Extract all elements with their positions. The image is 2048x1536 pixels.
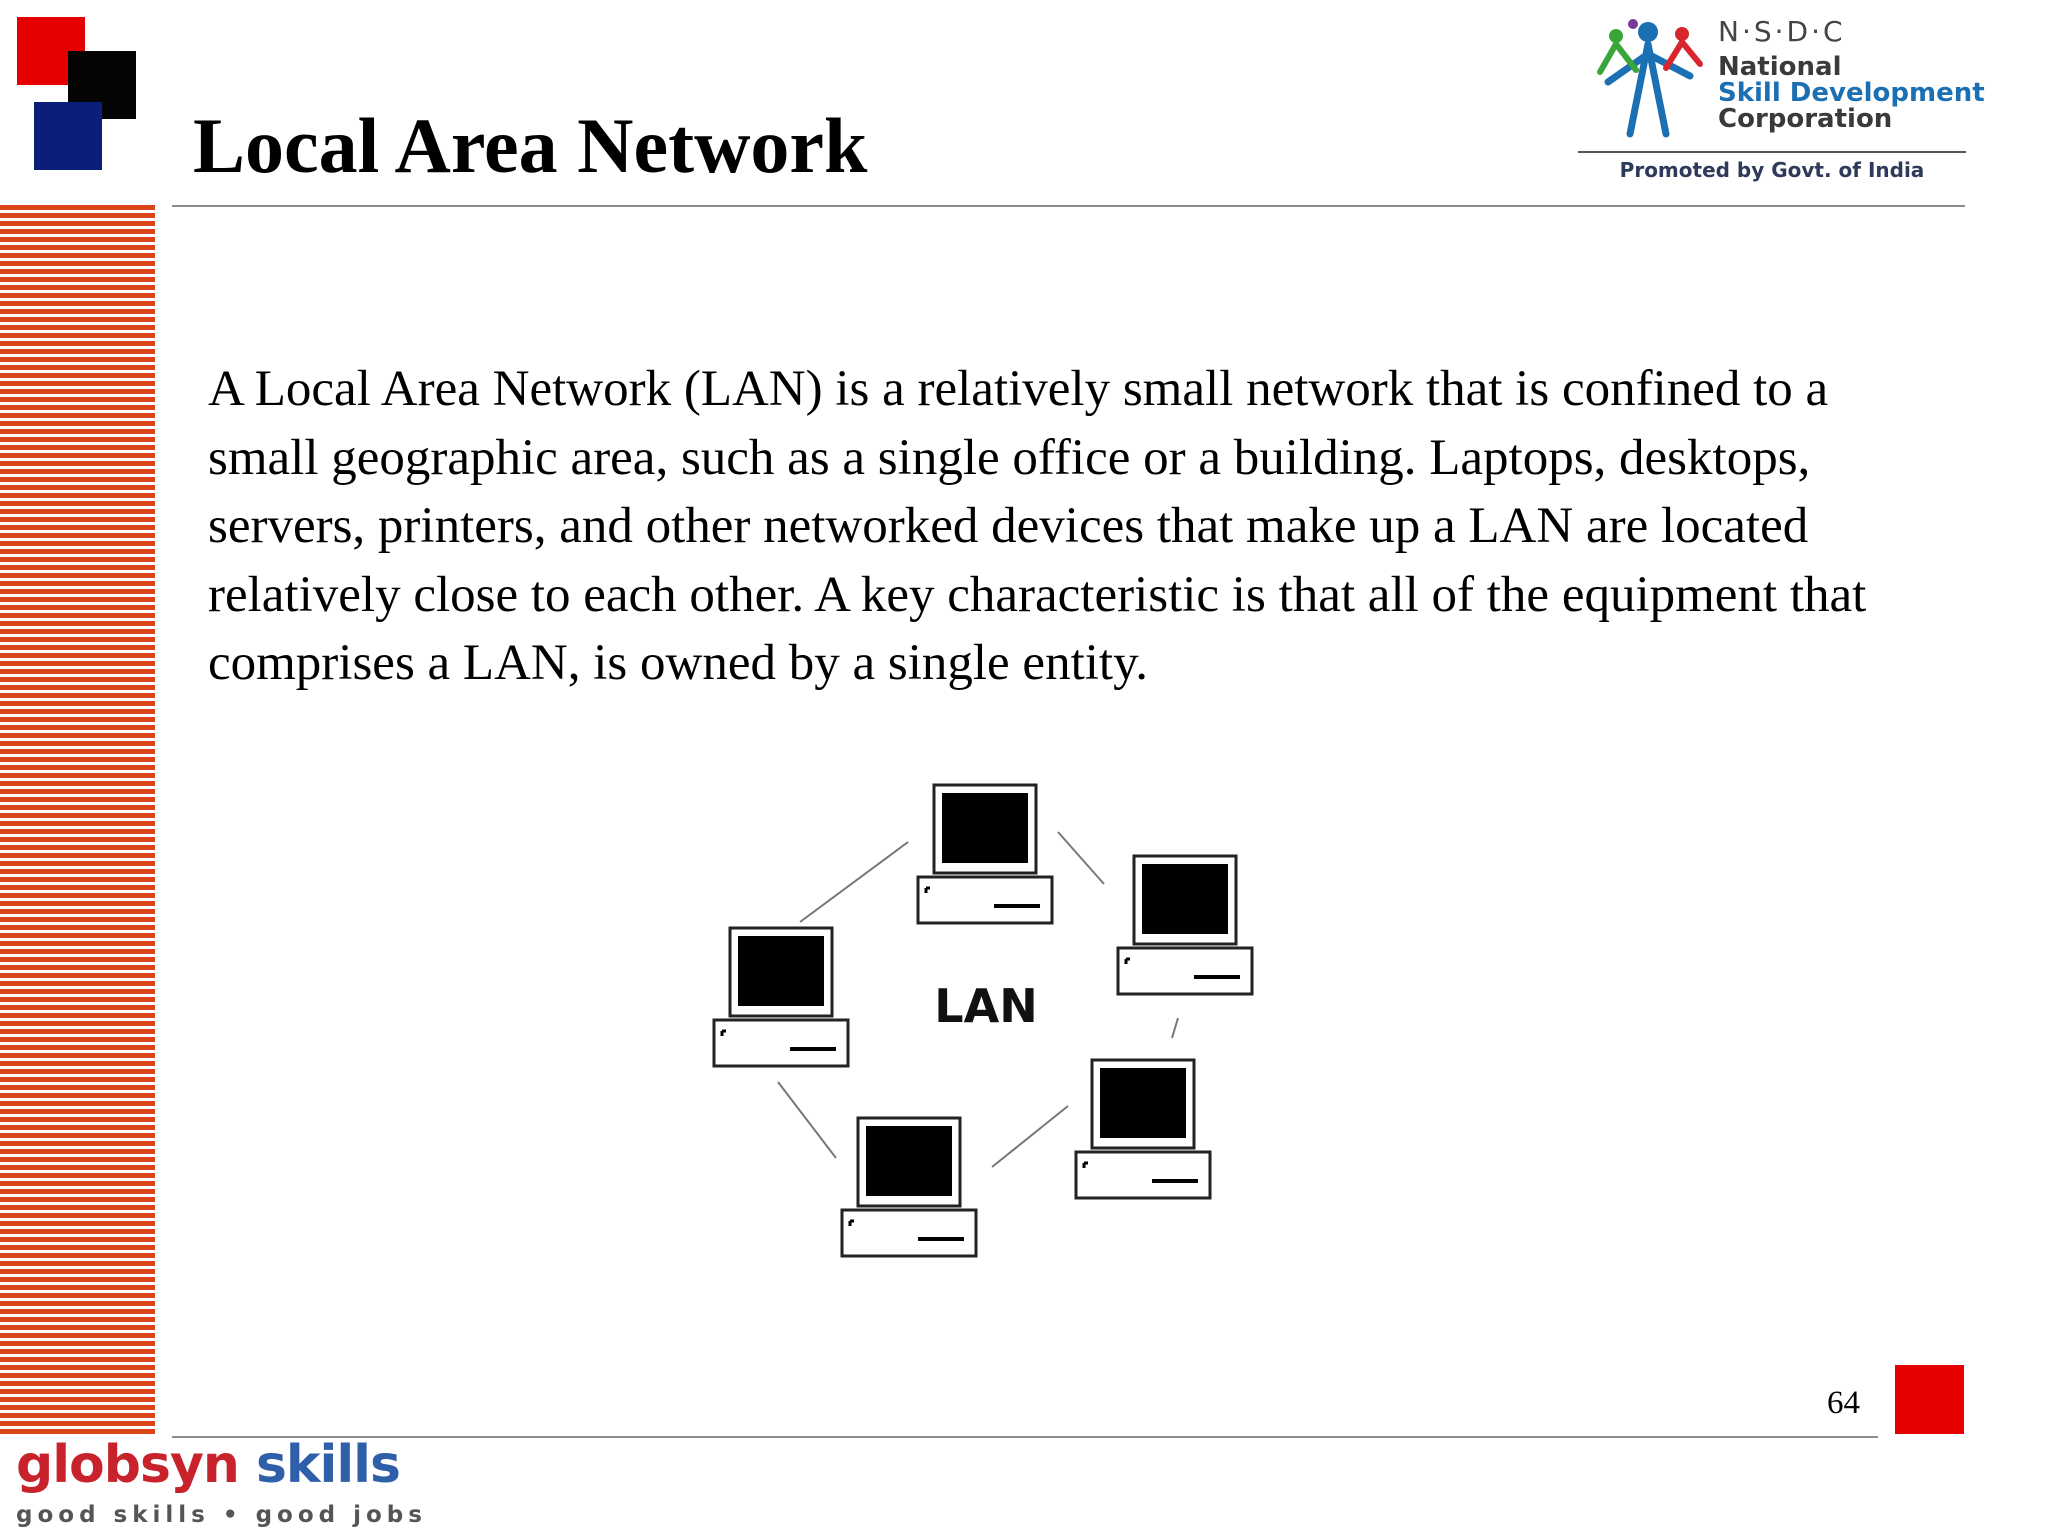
nsdc-logo: N·S·D·C National Skill Development Corpo… <box>1578 10 1985 190</box>
computer-icon <box>1116 854 1254 996</box>
nsdc-acronym: N·S·D·C <box>1718 15 1846 48</box>
connection-line <box>777 1081 837 1159</box>
connection-line <box>991 1105 1069 1168</box>
title-divider <box>172 205 1965 207</box>
lan-diagram: LAN <box>712 783 1254 1258</box>
page-number: 64 <box>1827 1385 1860 1421</box>
computer-icon <box>712 926 850 1068</box>
nsdc-divider <box>1578 151 1966 153</box>
brand-name-part2: skills <box>255 1435 401 1495</box>
slide-title: Local Area Network <box>193 102 868 189</box>
footer-divider <box>172 1436 1878 1438</box>
striped-side-bar <box>0 205 155 1437</box>
lan-center-label: LAN <box>934 979 1037 1033</box>
brand-tagline: good skills • good jobs <box>16 1502 427 1528</box>
body-paragraph: A Local Area Network (LAN) is a relative… <box>208 361 1867 691</box>
computer-icon <box>916 783 1054 925</box>
globsyn-logo: globsyn skills good skills • good jobs <box>16 1432 427 1532</box>
nsdc-promoted-text: Promoted by Govt. of India <box>1619 158 1925 182</box>
nsdc-line-national: National <box>1718 52 1842 82</box>
nsdc-figures-icon <box>1597 19 1703 138</box>
footer-red-square <box>1895 1365 1964 1434</box>
nsdc-line-skill: Skill Development <box>1718 78 1985 108</box>
connection-line <box>1171 1017 1179 1039</box>
corner-square-blue <box>34 102 102 170</box>
brand-name-part1: globsyn <box>16 1435 240 1495</box>
connection-line <box>799 841 909 923</box>
connection-line <box>1057 831 1105 885</box>
computer-icon <box>840 1116 978 1258</box>
nsdc-line-corporation: Corporation <box>1718 104 1893 134</box>
lan-connection-lines <box>777 831 1179 1168</box>
computer-icon <box>1074 1058 1212 1200</box>
